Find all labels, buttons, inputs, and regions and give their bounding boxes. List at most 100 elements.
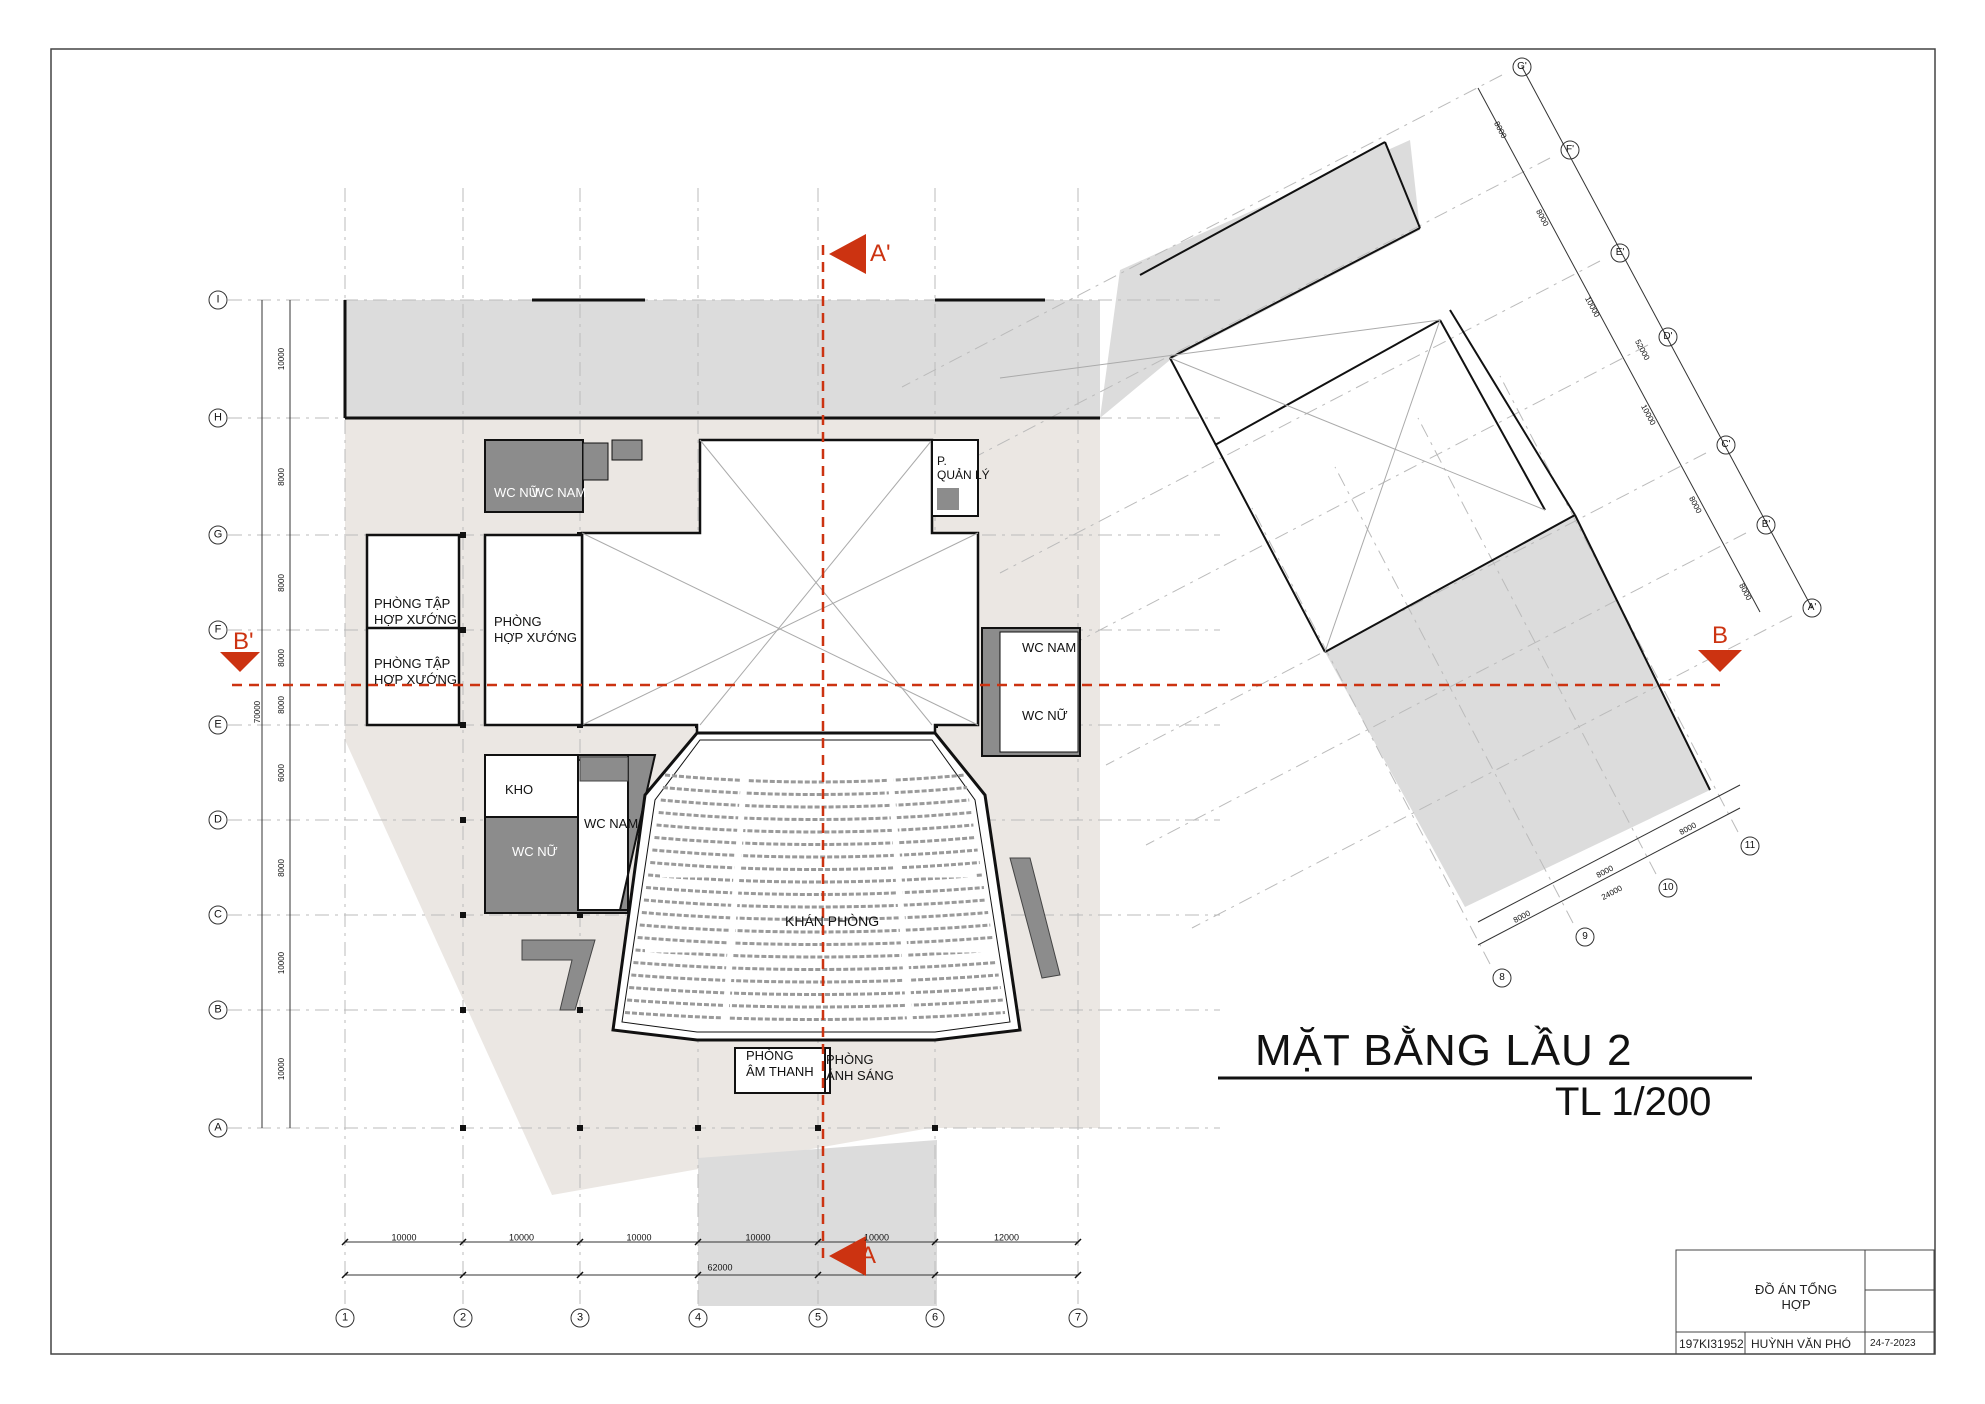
grid-label-rot-letter: D' [1663, 331, 1673, 342]
seat-row [650, 861, 980, 871]
grid-label-col: 6 [931, 1311, 939, 1324]
room-khan-phong: KHÁN PHÒNG [785, 913, 880, 929]
column [460, 1125, 466, 1131]
grid-bubble [208, 620, 228, 640]
annex-structure [1139, 141, 1711, 791]
section-arrows [220, 234, 1742, 1276]
seat-row [639, 923, 991, 934]
dim-label: 10000 [508, 1232, 535, 1243]
room-wc-nam-left: WC NAM [584, 816, 639, 831]
dim-label: 8000 [277, 573, 287, 592]
seat-row [629, 986, 1001, 996]
grid-label-row: D [214, 813, 222, 826]
dim-label: 10000 [391, 1232, 417, 1243]
seat-row [643, 898, 987, 909]
dim-label: 10000 [277, 1057, 287, 1081]
grid-label-row: G [213, 528, 223, 541]
title-block-date: 24-7-2023 [1870, 1338, 1916, 1349]
grid-bubble [208, 408, 228, 428]
grid-bubble [335, 1308, 355, 1328]
grid-label-col: 7 [1074, 1311, 1082, 1324]
grid-line-rot [1191, 615, 1793, 929]
grid-bubble [208, 810, 228, 830]
hall-diagonals [581, 439, 979, 726]
aisle [722, 769, 748, 1021]
dim-label: 10000 [277, 347, 287, 371]
title-block [1675, 1249, 1935, 1355]
grid-line-rot [901, 74, 1503, 388]
dim-label: 8000 [277, 467, 287, 486]
seat-row [658, 811, 972, 821]
column [460, 1007, 466, 1013]
room-anh-sang: PHÒNG ÁNH SÁNG [826, 1052, 894, 1083]
auditorium-inner [621, 739, 1011, 1033]
control-rooms [734, 1047, 831, 1094]
kho-wc-block [484, 754, 657, 914]
aisle [887, 769, 913, 1021]
manager-wc [937, 488, 959, 510]
grid-label-col: 2 [459, 1311, 467, 1324]
exterior-walls [343, 298, 1100, 420]
auditorium-seats [624, 769, 1006, 1021]
seat-row [660, 798, 970, 809]
dim-label: 10000 [745, 1232, 771, 1243]
drawing-title: MẶT BẰNG LẦU 2 [1255, 1026, 1633, 1075]
dim-label: 10000 [626, 1232, 652, 1243]
grid-bubble [1740, 836, 1760, 856]
grid-label-row: I [216, 293, 220, 306]
section-lines [232, 245, 1720, 1265]
dim-label: 8000 [277, 648, 287, 667]
grid-bubble [453, 1308, 473, 1328]
grid-label-row: F [214, 623, 222, 636]
column [932, 1125, 938, 1131]
grid-line-rot [1105, 452, 1707, 766]
grid-bubble [1560, 140, 1580, 160]
title-block-project: ĐỒ ÁN TỔNG HỢP [1755, 1282, 1838, 1312]
auditorium [611, 731, 1022, 1042]
section-mark-a-top: A' [870, 240, 891, 267]
stair-left [521, 939, 596, 1011]
dim-label: 8000 [277, 858, 287, 877]
grid-bubble [688, 1308, 708, 1328]
grid-bubble [1716, 435, 1736, 455]
grid-label-rot-number: 8 [1499, 972, 1505, 983]
room-wc-nam-top: WC NAM [532, 485, 587, 500]
sheet-border [50, 48, 1936, 1355]
column [460, 627, 466, 633]
room-kho: KHO [505, 782, 534, 797]
column [460, 532, 466, 538]
annex-roof-bottom [1325, 515, 1710, 907]
column [460, 817, 466, 823]
title-block-student-id: 197KI31952 [1679, 1337, 1744, 1351]
west-rooms [365, 533, 584, 727]
seat-row [635, 948, 995, 959]
column [460, 912, 466, 918]
grid-line-rot [1047, 344, 1649, 658]
annex-roof-top [1140, 142, 1420, 358]
room-wc-nam-right: WC NAM [1022, 640, 1077, 655]
grid-bubble [208, 905, 228, 925]
room-wc-nu-right: WC NỮ [1022, 708, 1068, 723]
column [577, 1125, 583, 1131]
grid-label-row: A [214, 1121, 222, 1134]
section-mark-a-bottom: A [860, 1242, 877, 1269]
dim-label: 8000 [277, 696, 287, 714]
grid-label-row: C [214, 908, 222, 921]
roof-strip-top [345, 300, 1100, 418]
room-tap-hop-xuong-1: PHÒNG TẬP HỢP XƯỚNG [374, 596, 458, 627]
column [577, 912, 583, 918]
grid-bubble [1756, 515, 1776, 535]
seat-row [624, 1011, 1006, 1021]
column [695, 1125, 701, 1131]
dim-line [1477, 87, 1761, 613]
grid-bubble [1575, 927, 1595, 947]
dim-label: 10000 [277, 951, 287, 974]
grid-label-rot-letter: G' [1517, 61, 1527, 72]
grid-label-rot-number: 10 [1662, 882, 1674, 893]
dim-line [1477, 807, 1741, 946]
room-quan-ly: P. QUẢN LÝ [937, 454, 990, 483]
section-mark-b-right: B [1712, 622, 1729, 649]
grid-bubble [208, 1000, 228, 1020]
grid-line-rot [1417, 417, 1657, 875]
grid-bubble [925, 1308, 945, 1328]
